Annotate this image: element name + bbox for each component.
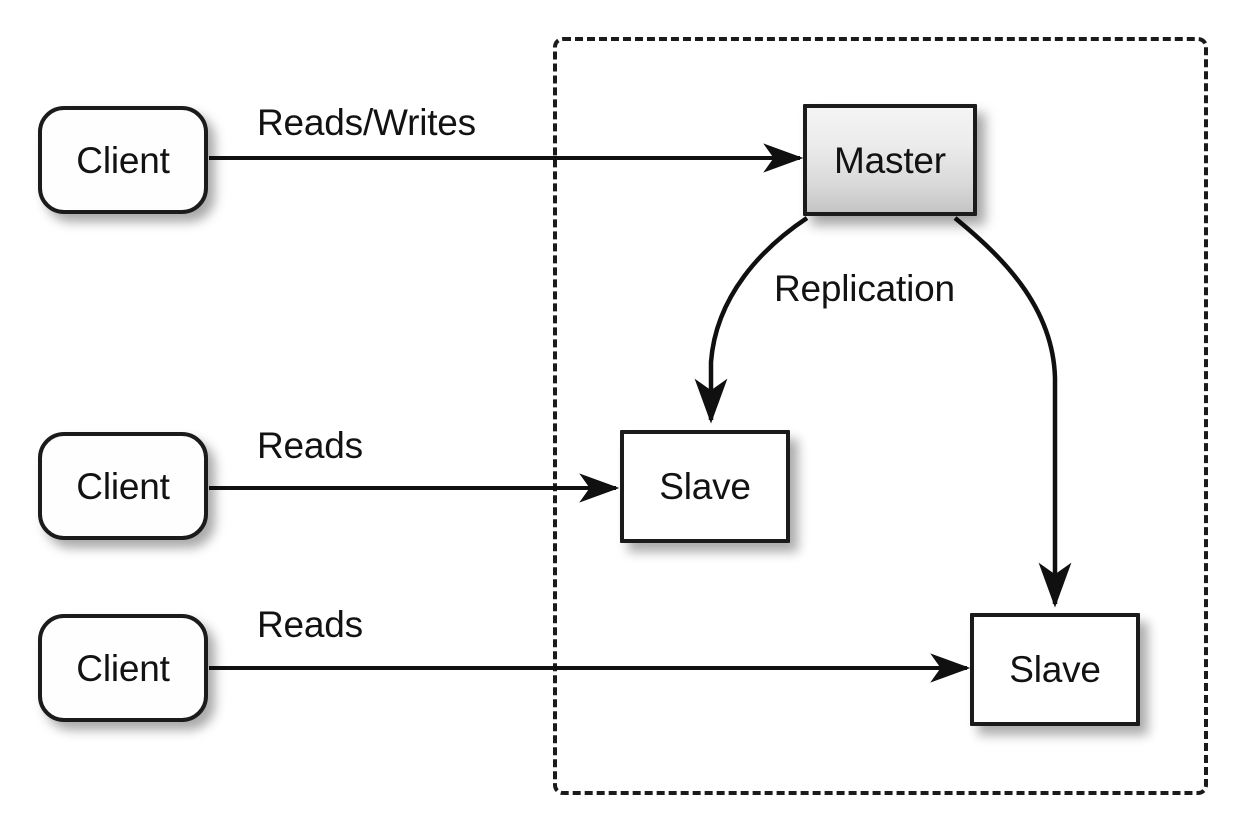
- node-client-top[interactable]: Client: [38, 106, 208, 214]
- node-client-middle[interactable]: Client: [38, 432, 208, 540]
- node-client-top-label: Client: [76, 139, 170, 181]
- node-slave-bottom[interactable]: Slave: [970, 613, 1140, 726]
- node-master-label: Master: [834, 139, 946, 181]
- edge-label-reads-bottom: Reads: [257, 604, 363, 645]
- node-slave-bottom-label: Slave: [1009, 649, 1101, 690]
- node-master[interactable]: Master: [803, 104, 977, 216]
- node-client-middle-label: Client: [76, 465, 170, 507]
- node-slave-top[interactable]: Slave: [620, 430, 790, 543]
- node-slave-top-label: Slave: [659, 466, 751, 507]
- edge-label-reads-middle: Reads: [257, 425, 363, 466]
- node-client-bottom[interactable]: Client: [38, 614, 208, 722]
- database-cluster-boundary: [553, 37, 1208, 795]
- edge-label-reads-writes: Reads/Writes: [257, 102, 476, 143]
- node-client-bottom-label: Client: [76, 647, 170, 689]
- edge-label-replication: Replication: [774, 268, 955, 309]
